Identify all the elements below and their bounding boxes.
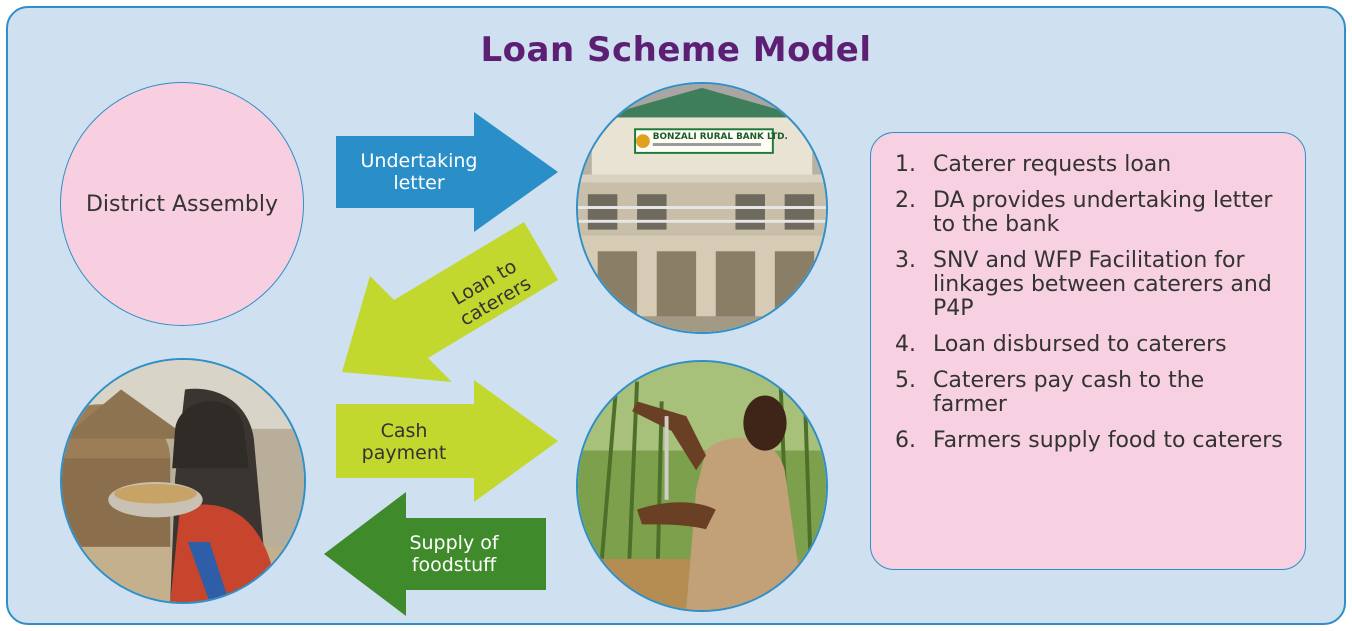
step-item: 5. Caterers pay cash to the farmer [895,369,1285,417]
step-number: 1. [895,152,916,177]
step-item: 3. SNV and WFP Facilitation for linkages … [895,249,1285,321]
farmer-photo [576,360,828,612]
step-item: 2. DA provides undertaking letter to the … [895,189,1285,237]
cash-payment-line-2: payment [361,442,447,464]
cash-payment-arrow: Cash payment [336,380,558,502]
bank-sign-text: BONZALI RURAL BANK LTD. [653,132,788,142]
left-arrow-shape [324,492,546,616]
supply-of-foodstuff-label: Supply of foodstuff [394,532,514,576]
right-arrow-shape [336,112,558,232]
down-left-arrow-shape [342,222,558,382]
step-item: 4. Loan disbursed to caterers [895,333,1285,357]
step-text: Caterer requests loan [933,152,1172,177]
supply-of-foodstuff-line-1: Supply of [409,532,499,554]
steps-list: 1. Caterer requests loan 2. DA provides un… [895,153,1285,453]
step-number: 6. [895,428,916,453]
loan-to-caterers-arrow: Loan to caterers [342,222,572,382]
cash-payment-label: Cash payment [344,420,464,464]
step-number: 5. [895,368,916,393]
step-number: 4. [895,332,916,357]
step-number: 3. [895,248,916,273]
undertaking-letter-arrow: Undertaking letter [336,112,558,232]
diagram-panel: Loan Scheme Model District Assembly BONZ… [6,6,1346,625]
diagram-title: Loan Scheme Model [480,30,872,70]
step-number: 2. [895,188,916,213]
supply-of-foodstuff-line-2: foodstuff [411,554,497,576]
step-text: Caterers pay cash to the farmer [933,368,1205,417]
step-text: Loan disbursed to caterers [933,332,1227,357]
right-arrow-shape [336,380,558,502]
step-item: 1. Caterer requests loan [895,153,1285,177]
supply-of-foodstuff-arrow: Supply of foodstuff [324,492,546,616]
cash-payment-line-1: Cash [380,420,428,442]
bank-photo: BONZALI RURAL BANK LTD. [576,82,828,334]
district-assembly-node: District Assembly [60,82,304,326]
step-text: DA provides undertaking letter to the ba… [933,188,1273,237]
undertaking-letter-label: Undertaking letter [344,150,494,194]
caterer-photo [60,358,306,604]
district-assembly-label: District Assembly [85,191,279,217]
undertaking-letter-line-1: Undertaking [360,150,478,172]
step-item: 6. Farmers supply food to caterers [895,429,1285,453]
step-text: SNV and WFP Facilitation for linkages be… [933,248,1272,321]
step-text: Farmers supply food to caterers [933,428,1283,453]
undertaking-letter-line-2: letter [393,172,445,194]
steps-box: 1. Caterer requests loan 2. DA provides un… [870,132,1306,570]
